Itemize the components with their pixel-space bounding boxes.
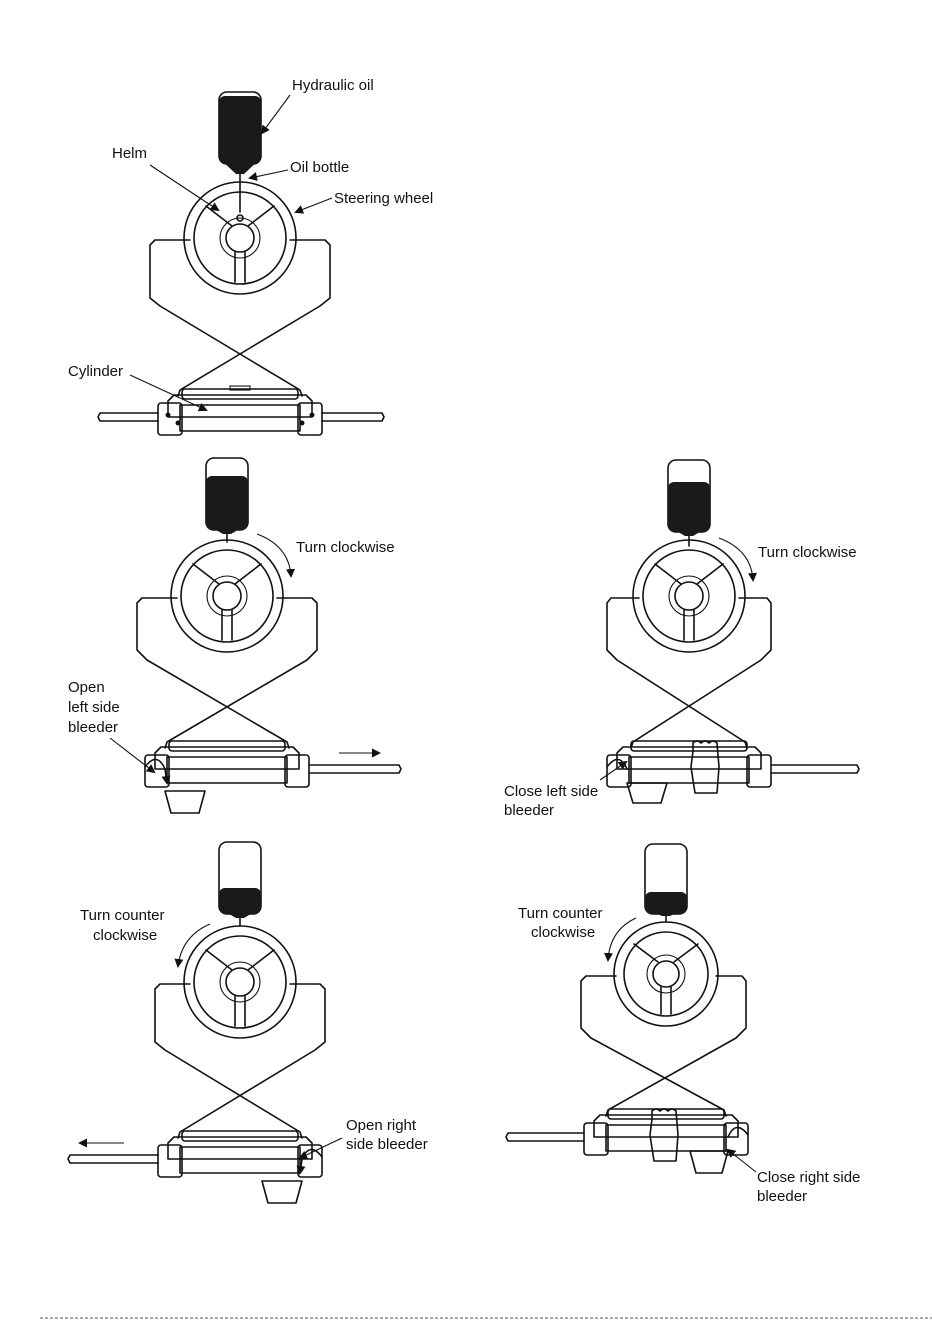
label-open-left-line1: Open [68,679,105,696]
drain-cup [627,783,667,803]
hydraulic-oil-fill [206,476,248,530]
leader-close-left [600,762,626,780]
label-oil-bottle: Oil bottle [290,159,349,176]
steering-wheel [614,922,718,1026]
oil-bottle [219,842,261,926]
leader-steering-wheel [296,198,332,212]
cylinder [506,1109,748,1173]
label-turn-clockwise-2: Turn clockwise [758,544,857,561]
label-turn-clockwise: Turn clockwise [296,539,395,556]
label-open-right-line1: Open right [346,1117,417,1134]
oil-bottle [206,458,248,542]
hydraulic-lines [150,240,330,396]
cylinder [145,741,401,813]
hydraulic-lines [137,598,317,748]
step-close-right [506,844,748,1173]
drain-cup [690,1151,728,1173]
clockwise-arrow [257,534,291,576]
label-close-left-line2: bleeder [504,802,554,819]
leader-close-right [728,1150,756,1172]
label-steering-wheel: Steering wheel [334,190,433,207]
cylinder [607,741,859,803]
cylinder [68,1131,322,1203]
drain-cup [262,1181,302,1203]
hydraulic-oil-fill [219,96,261,164]
left-bleeder-open [145,759,167,783]
step-overview [98,92,384,435]
steering-wheel [633,540,745,652]
label-close-right-line1: Close right side [757,1169,860,1186]
clockwise-arrow [719,538,753,580]
step-open-left [137,458,401,813]
leader-helm [150,165,218,210]
label-turn-ccw-line1: Turn counter [80,907,165,924]
leader-oil-bottle [250,170,288,178]
counter-clockwise-arrow [178,924,210,966]
step-close-left [607,460,859,803]
oil-bottle [668,460,710,546]
label-open-right-line2: side bleeder [346,1136,428,1153]
label-turn-ccw-line2: clockwise [93,927,157,944]
drain-cup [165,791,205,813]
leader-hydraulic-oil [262,95,290,133]
hydraulic-lines [607,598,771,748]
label-turn-ccw-line1-2: Turn counter [518,905,603,922]
hydraulic-lines [581,976,746,1116]
steering-wheel [171,540,283,652]
oil-bottle [645,844,687,922]
label-turn-ccw-line2-2: clockwise [531,924,595,941]
counter-clockwise-arrow [608,918,636,960]
label-open-left-line2: left side [68,699,120,716]
cylinder [98,386,384,435]
label-cylinder: Cylinder [68,363,123,380]
hydraulic-lines [155,984,325,1138]
step-open-right [68,842,325,1203]
label-helm: Helm [112,145,147,162]
label-close-left-line1: Close left side [504,783,598,800]
hydraulic-oil-fill [668,482,710,532]
hand-icon [650,1109,678,1161]
hand-icon [691,741,719,793]
label-open-left-line3: bleeder [68,719,118,736]
label-close-right-line2: bleeder [757,1188,807,1205]
steering-wheel [184,926,296,1038]
label-hydraulic-oil: Hydraulic oil [292,77,374,94]
